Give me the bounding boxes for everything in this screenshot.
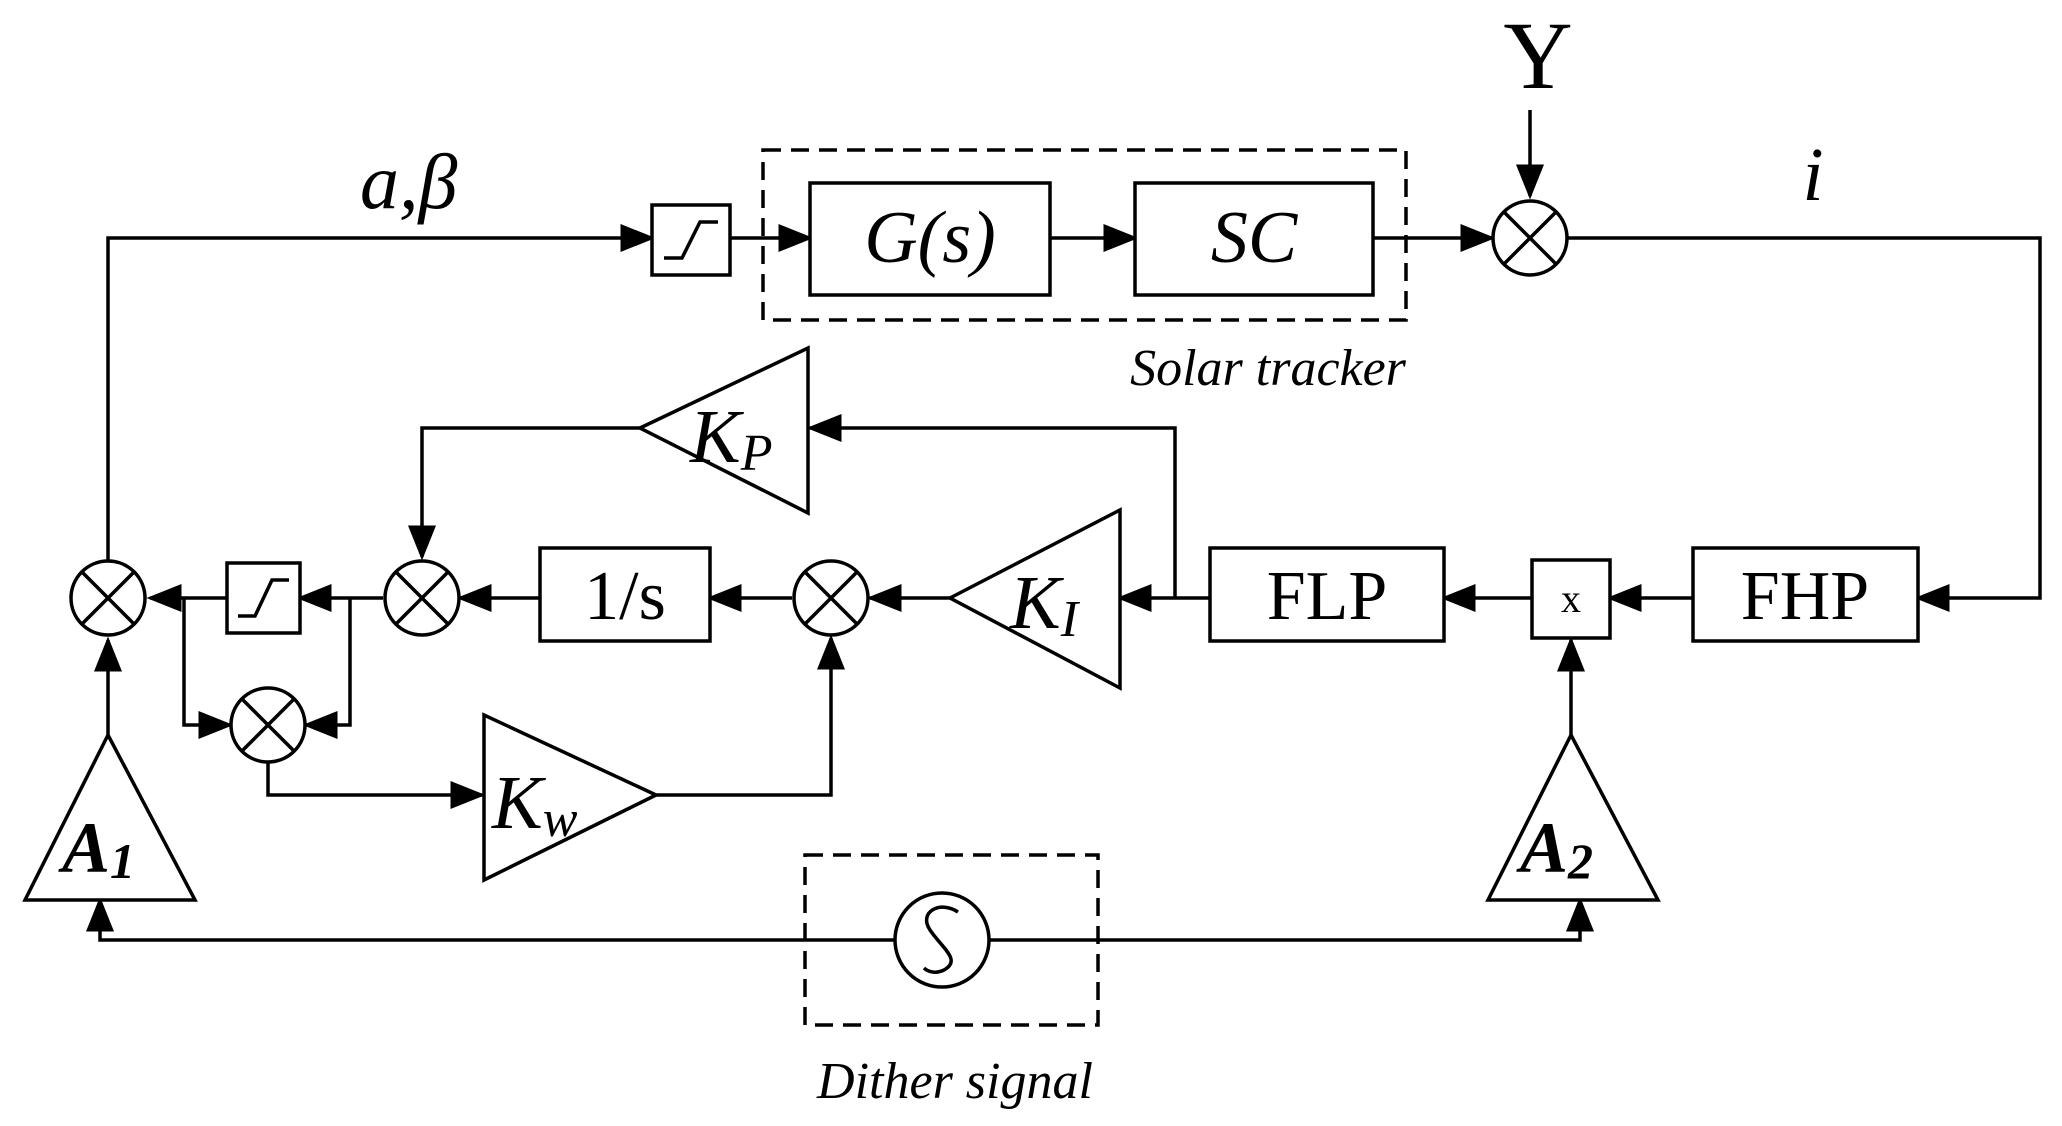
ki-label: K — [1009, 561, 1064, 645]
plant-label: G(s) — [864, 197, 996, 279]
wire-kp-to-sum — [408, 426, 640, 561]
kp-label: K — [689, 395, 744, 479]
a2-label: A — [1516, 808, 1568, 888]
sc-block — [1133, 181, 1375, 297]
flp-label: FLP — [1267, 558, 1388, 635]
ki-subscript: I — [1060, 591, 1081, 648]
solar-tracker-group — [761, 148, 1408, 322]
integrator-label: 1/s — [584, 558, 666, 635]
fhp-label: FHP — [1741, 558, 1869, 635]
a2-subscript: 2 — [1567, 833, 1593, 889]
multiplier-label: x — [1561, 576, 1581, 621]
plant-block — [808, 181, 1052, 297]
svg-text:A2: A2 — [1516, 808, 1593, 889]
solar-tracker-caption: Solar tracker — [1130, 340, 1407, 397]
signal-label-angles: a,β — [360, 138, 458, 225]
wire-sum-to-kw — [266, 762, 486, 809]
saturation-block-top — [650, 203, 732, 277]
fhp-block — [1691, 546, 1920, 643]
dither-signal-caption: Dither signal — [816, 1053, 1093, 1110]
svg-text:Kw: Kw — [491, 761, 578, 848]
a1-subscript: 1 — [110, 833, 135, 889]
wire-sat-in-branch — [302, 598, 352, 739]
disturbance-label: Υ — [1503, 2, 1572, 109]
sine-source-icon — [893, 891, 991, 989]
integrator-block — [538, 546, 712, 643]
ki-gain-triangle: KI — [946, 507, 1122, 691]
a2-gain-triangle: A2 — [1485, 731, 1661, 902]
kw-label: K — [491, 761, 546, 845]
a1-label: A — [58, 808, 110, 888]
wire-dither-to-a1 — [86, 896, 895, 942]
wire-output-loop — [1568, 236, 2042, 612]
output-label: i — [1802, 133, 1823, 217]
svg-text:KP: KP — [689, 395, 772, 482]
sum-junction-ki — [792, 559, 870, 637]
multiplier-block — [1530, 558, 1612, 640]
wire-dither-to-a2 — [990, 896, 1594, 942]
kp-subscript: P — [740, 425, 773, 482]
sc-label: SC — [1211, 197, 1299, 279]
flp-block — [1208, 546, 1446, 643]
kp-gain-triangle: KP — [636, 345, 810, 516]
kw-gain-triangle: Kw — [482, 712, 661, 883]
svg-text:A1: A1 — [58, 808, 135, 889]
wire-kw-to-sum — [656, 634, 845, 797]
wire-top-feed — [106, 224, 656, 565]
kw-subscript: w — [543, 791, 578, 848]
wire-flp-to-kp — [806, 414, 1177, 598]
sum-junction-kp — [383, 559, 461, 637]
a1-gain-triangle: A1 — [22, 731, 198, 902]
saturation-block-bottom — [225, 561, 302, 635]
wire-sat-out-branch — [182, 598, 234, 739]
sum-junction-top — [1491, 199, 1569, 277]
svg-text:KI: KI — [1009, 561, 1081, 648]
sum-junction-left — [69, 559, 147, 637]
sum-junction-windup — [229, 686, 307, 764]
